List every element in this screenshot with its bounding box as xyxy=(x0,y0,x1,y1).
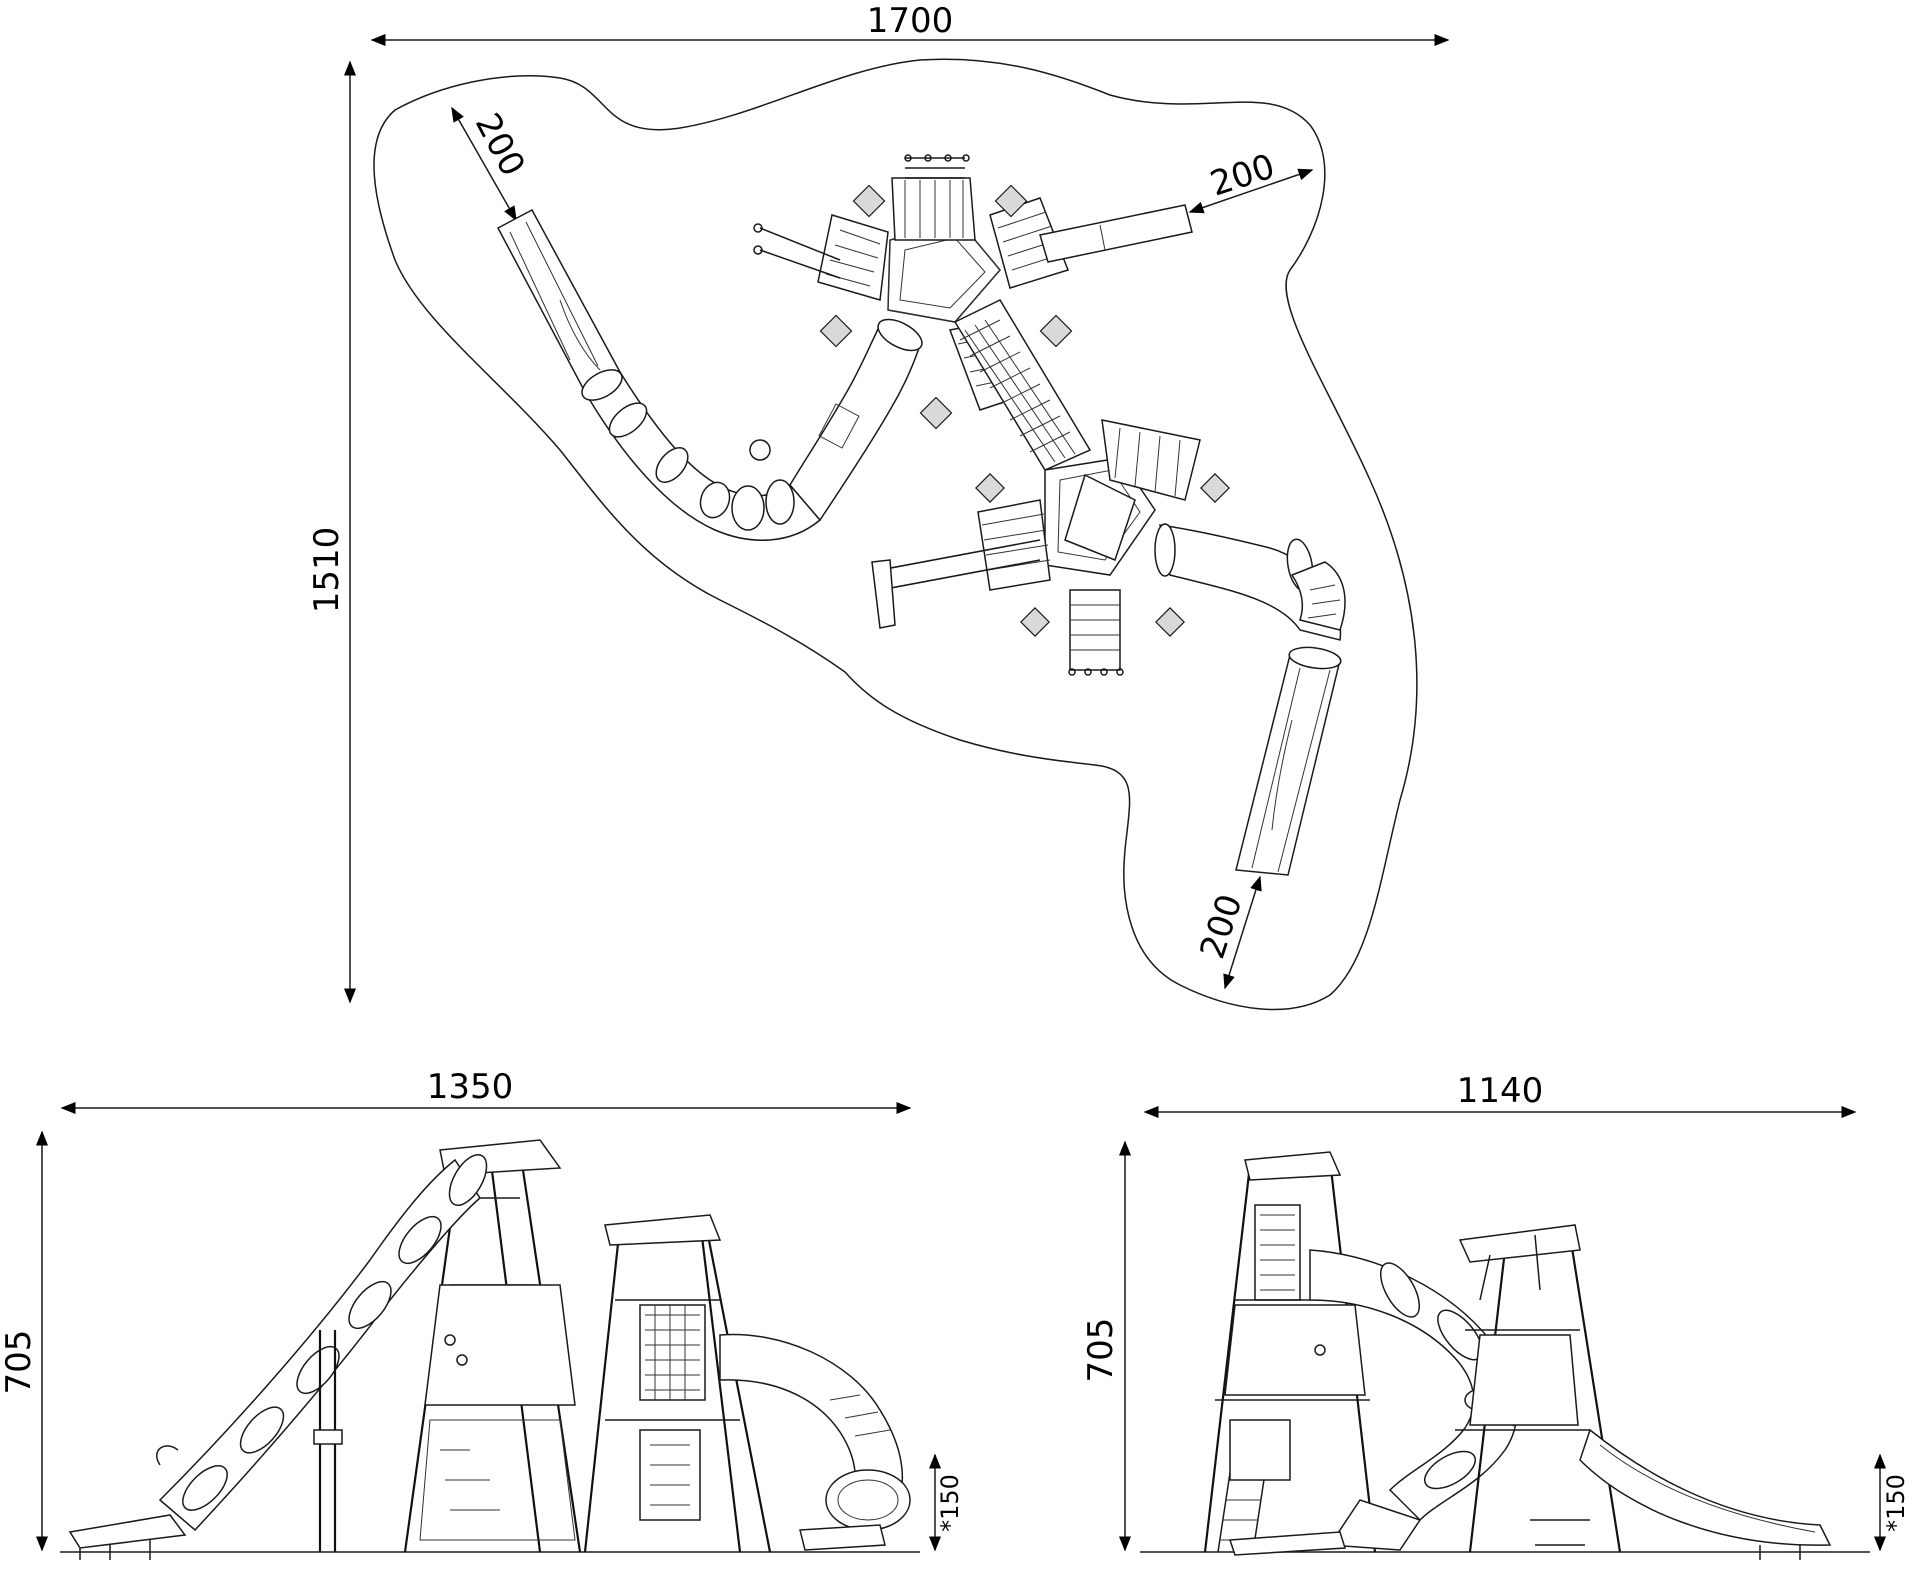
clearance-label-top-left: 200 xyxy=(467,107,533,183)
plan-width-dimension: 1700 xyxy=(370,1,1450,46)
side-b-height-label: 705 xyxy=(1081,1318,1121,1383)
tower-upper-posts xyxy=(819,184,1073,430)
side-a-height-label: 705 xyxy=(0,1330,39,1395)
plan-height-dimension: 1510 xyxy=(307,60,356,1004)
tower-lower xyxy=(871,419,1230,676)
side-b-fall-height-label: *150 xyxy=(1882,1474,1910,1532)
side-view-b: 1140 705 *150 xyxy=(1081,1071,1910,1560)
side-b-width-label: 1140 xyxy=(1457,1071,1544,1111)
clearance-dimension-top-right: 200 xyxy=(1188,146,1314,214)
tower-upper-ladder xyxy=(904,154,970,179)
net-bridge xyxy=(953,299,1092,471)
side-a-tube-slide-right xyxy=(719,1333,911,1551)
safety-zone-outline xyxy=(373,58,1418,1011)
slide-chute-bottom xyxy=(1235,646,1342,876)
side-b-height-dimension: 705 xyxy=(1081,1140,1131,1552)
side-a-tower-middle xyxy=(583,1214,772,1553)
side-a-fall-height-dimension: *150 xyxy=(929,1453,964,1552)
side-b-fall-height-dimension: *150 xyxy=(1874,1453,1910,1552)
plan-width-label: 1700 xyxy=(867,1,954,41)
side-a-width-label: 1350 xyxy=(427,1067,514,1107)
clearance-label-top-right: 200 xyxy=(1206,146,1280,204)
clearance-label-bottom: 200 xyxy=(1192,890,1250,964)
side-a-tube-slide-left xyxy=(68,1154,488,1560)
side-a-width-dimension: 1350 xyxy=(60,1067,912,1114)
side-b-tower-left xyxy=(1203,1151,1377,1553)
tube-slide-right xyxy=(1154,523,1346,641)
tower-lower-ladder xyxy=(1068,589,1124,676)
clearance-dimension-bottom: 200 xyxy=(1192,875,1262,990)
plan-view: 1700 1510 200 200 200 xyxy=(307,1,1450,1011)
side-b-tower-right xyxy=(1455,1224,1832,1560)
side-b-width-dimension: 1140 xyxy=(1143,1071,1857,1118)
side-a-fall-height-label: *150 xyxy=(936,1474,964,1532)
side-a-pole xyxy=(313,1330,343,1552)
slide-chute-top-right xyxy=(1039,204,1193,263)
clearance-dimension-top-left: 200 xyxy=(451,106,533,222)
side-view-a: 1350 705 *150 xyxy=(0,1067,964,1560)
tube-slide-top-left xyxy=(581,318,923,541)
slide-chute-top-left xyxy=(496,208,622,394)
side-a-height-dimension: 705 xyxy=(0,1130,48,1552)
plan-height-label: 1510 xyxy=(307,527,347,614)
